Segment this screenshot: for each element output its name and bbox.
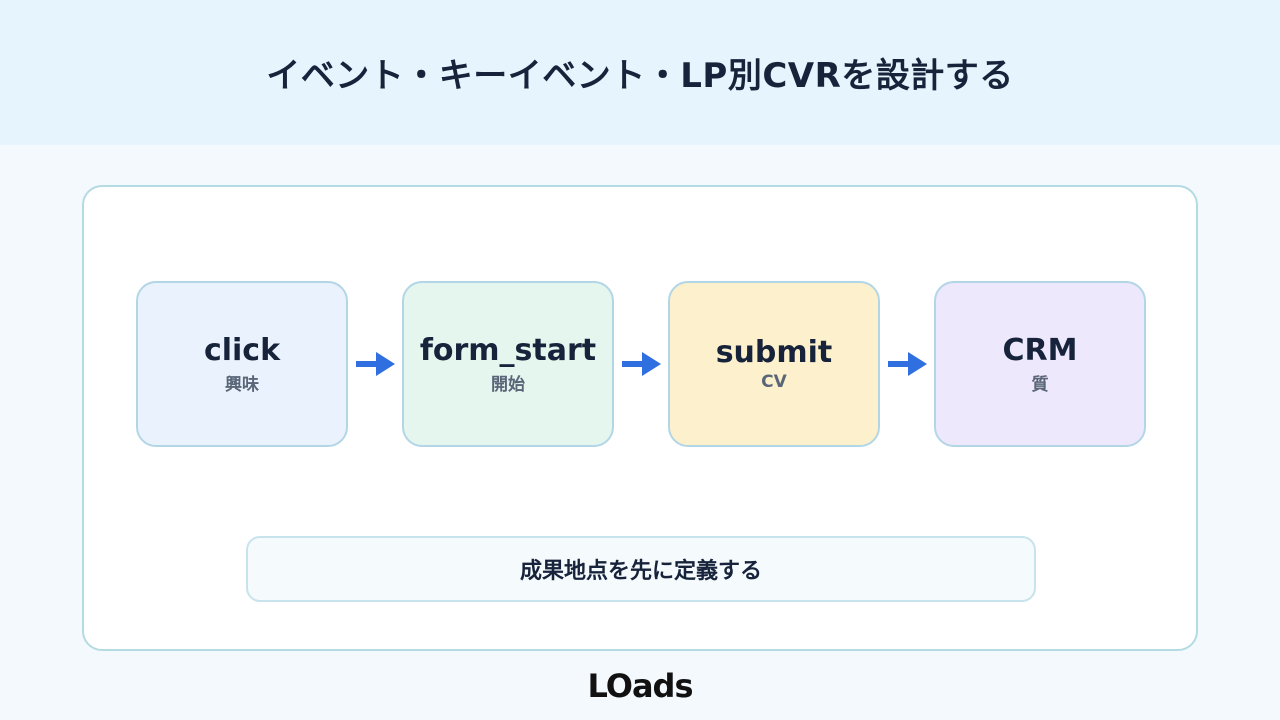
flow-step-crm: CRM 質 (934, 281, 1146, 447)
header-band: イベント・キーイベント・LP別CVRを設計する (0, 0, 1280, 145)
step-sublabel: 質 (1031, 374, 1049, 395)
flow-panel: click 興味 form_start 開始 submit CV (82, 185, 1198, 651)
flow-step-click: click 興味 (136, 281, 348, 447)
arrow-right-icon (622, 352, 661, 376)
flow-step-submit: submit CV (668, 281, 880, 447)
step-label: CRM (1002, 332, 1078, 368)
conclusion-text: 成果地点を先に定義する (519, 559, 762, 584)
event-flow: click 興味 form_start 開始 submit CV (136, 281, 1146, 447)
step-sublabel: CV (761, 372, 787, 392)
brand-logo: LOads (0, 664, 1280, 708)
step-label: submit (715, 335, 833, 370)
conclusion-box: 成果地点を先に定義する (246, 536, 1036, 602)
step-label: click (203, 332, 281, 368)
page-title: イベント・キーイベント・LP別CVRを設計する (266, 56, 1014, 96)
logo-text: LOads (587, 667, 694, 705)
arrow-right-icon (888, 352, 927, 376)
step-label: form_start (419, 332, 597, 368)
step-sublabel: 開始 (491, 374, 525, 395)
arrow-right-icon (356, 352, 395, 376)
step-sublabel: 興味 (225, 374, 259, 395)
flow-step-form-start: form_start 開始 (402, 281, 614, 447)
